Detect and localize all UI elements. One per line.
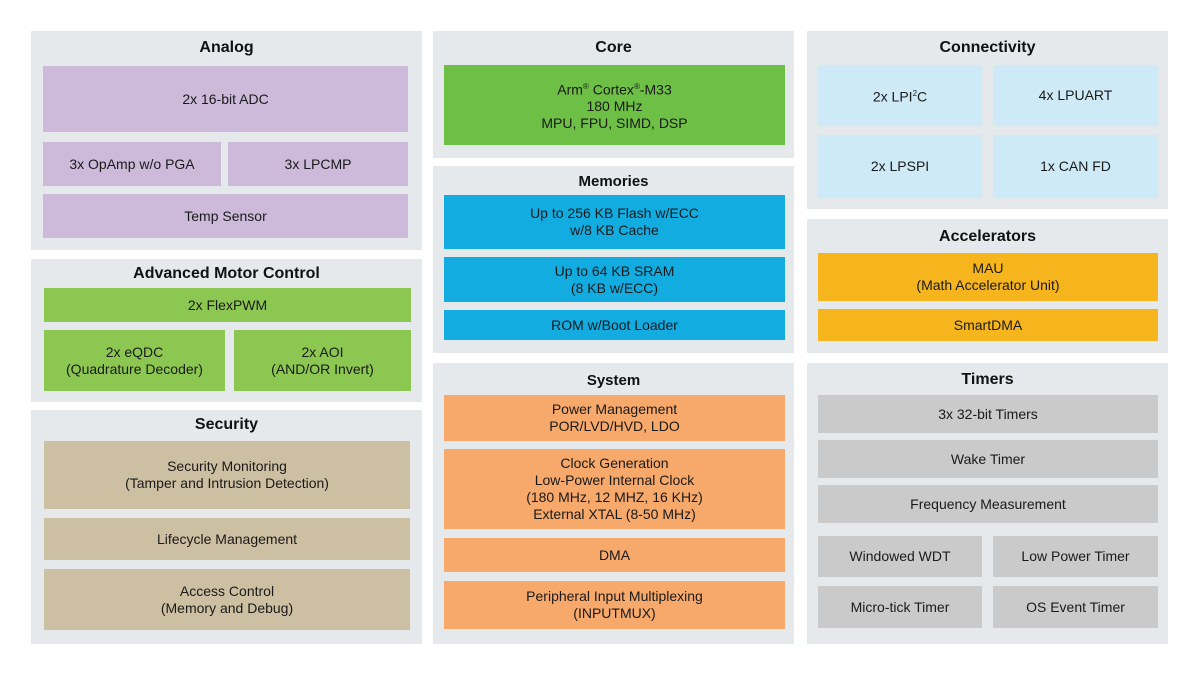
sram-block: Up to 64 KB SRAM (8 KB w/ECC) — [444, 257, 785, 302]
security-monitoring-block: Security Monitoring (Tamper and Intrusio… — [44, 441, 410, 509]
canfd-block: 1x CAN FD — [993, 135, 1158, 198]
rom-block: ROM w/Boot Loader — [444, 310, 785, 340]
frequency-measurement-block: Frequency Measurement — [818, 485, 1158, 523]
flexpwm-block: 2x FlexPWM — [44, 288, 411, 322]
security-panel: Security Security Monitoring (Tamper and… — [31, 410, 422, 644]
analog-panel: Analog 2x 16-bit ADC 3x OpAmp w/o PGA 3x… — [31, 31, 422, 250]
memories-title: Memories — [578, 173, 649, 190]
mau-block: MAU (Math Accelerator Unit) — [818, 253, 1158, 301]
system-title: System — [586, 372, 641, 389]
security-title: Security — [194, 416, 259, 433]
cpu-name: Arm® Cortex®-M33 — [557, 81, 672, 98]
lifecycle-management-block: Lifecycle Management — [44, 518, 410, 560]
core-panel: Core Arm® Cortex®-M33 180 MHz MPU, FPU, … — [433, 31, 794, 158]
accelerators-panel: Accelerators MAU (Math Accelerator Unit)… — [807, 219, 1168, 353]
dma-block: DMA — [444, 538, 785, 572]
analog-title: Analog — [199, 39, 254, 56]
os-event-timer-block: OS Event Timer — [993, 586, 1158, 628]
32bit-timers-block: 3x 32-bit Timers — [818, 395, 1158, 433]
lpuart-block: 4x LPUART — [993, 65, 1158, 126]
cpu-features: MPU, FPU, SIMD, DSP — [541, 115, 688, 132]
timers-title: Timers — [961, 371, 1014, 388]
motor-control-panel: Advanced Motor Control 2x FlexPWM 2x eQD… — [31, 259, 422, 402]
smartdma-block: SmartDMA — [818, 309, 1158, 341]
timers-panel: Timers 3x 32-bit Timers Wake Timer Frequ… — [807, 363, 1168, 644]
connectivity-panel: Connectivity 2x LPI2C 4x LPUART 2x LPSPI… — [807, 31, 1168, 209]
inputmux-block: Peripheral Input Multiplexing (INPUTMUX) — [444, 581, 785, 629]
power-management-block: Power Management POR/LVD/HVD, LDO — [444, 395, 785, 441]
system-panel: System Power Management POR/LVD/HVD, LDO… — [433, 363, 794, 644]
core-title: Core — [595, 39, 632, 56]
adc-block: 2x 16-bit ADC — [43, 66, 408, 132]
motor-control-title: Advanced Motor Control — [133, 265, 320, 282]
clock-generation-block: Clock Generation Low-Power Internal Cloc… — [444, 449, 785, 529]
lpi2c-block: 2x LPI2C — [818, 65, 982, 126]
flash-block: Up to 256 KB Flash w/ECC w/8 KB Cache — [444, 195, 785, 249]
cpu-block: Arm® Cortex®-M33 180 MHz MPU, FPU, SIMD,… — [444, 65, 785, 145]
windowed-wdt-block: Windowed WDT — [818, 536, 982, 577]
lpcmp-block: 3x LPCMP — [228, 142, 408, 186]
connectivity-title: Connectivity — [939, 39, 1036, 56]
micro-tick-timer-block: Micro-tick Timer — [818, 586, 982, 628]
aoi-block: 2x AOI (AND/OR Invert) — [234, 330, 411, 391]
accelerators-title: Accelerators — [939, 228, 1036, 245]
access-control-block: Access Control (Memory and Debug) — [44, 569, 410, 630]
cpu-frequency: 180 MHz — [586, 98, 643, 115]
wake-timer-block: Wake Timer — [818, 440, 1158, 478]
memories-panel: Memories Up to 256 KB Flash w/ECC w/8 KB… — [433, 166, 794, 353]
lpspi-block: 2x LPSPI — [818, 135, 982, 198]
temp-sensor-block: Temp Sensor — [43, 194, 408, 238]
opamp-block: 3x OpAmp w/o PGA — [43, 142, 221, 186]
low-power-timer-block: Low Power Timer — [993, 536, 1158, 577]
eqdc-block: 2x eQDC (Quadrature Decoder) — [44, 330, 225, 391]
